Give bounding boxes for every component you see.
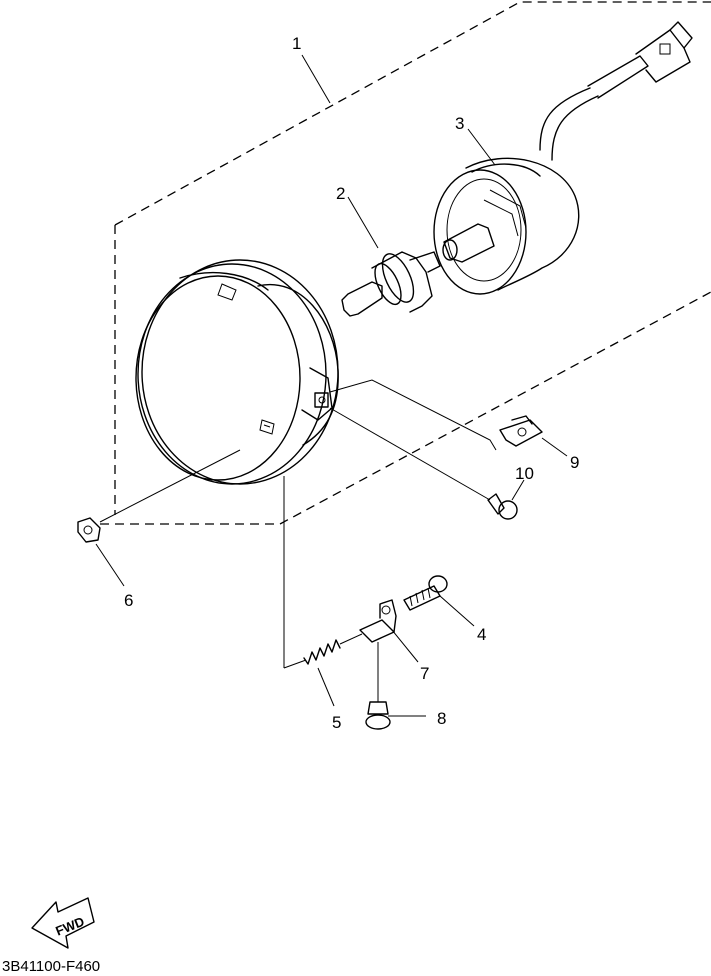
bulb-part (341, 196, 441, 317)
callout-4: 4 (477, 625, 486, 644)
drawing-code: 3B41100-F460 (2, 958, 101, 975)
callout-8: 8 (437, 709, 446, 728)
socket-housing-part (433, 21, 693, 295)
assembly-boundary (100, 1, 711, 525)
callout-6: 6 (124, 591, 133, 610)
bracket-part (359, 599, 419, 663)
nut-part (77, 449, 241, 587)
fwd-arrow-icon: FWD (31, 897, 95, 949)
adjuster-bolt-part (403, 575, 475, 627)
callout-7: 7 (420, 664, 429, 683)
callout-1: 1 (292, 34, 301, 53)
bolt-part (365, 642, 426, 730)
callout-10: 10 (515, 464, 534, 483)
callout-3: 3 (455, 114, 464, 133)
headlight-unit (135, 259, 339, 485)
callout-5: 5 (332, 713, 341, 732)
callout-9: 9 (570, 453, 579, 472)
callout-2: 2 (336, 184, 345, 203)
fwd-label: FWD (53, 914, 86, 939)
clip-part (329, 379, 568, 457)
screw-part (329, 407, 525, 520)
spring-part (283, 476, 363, 707)
